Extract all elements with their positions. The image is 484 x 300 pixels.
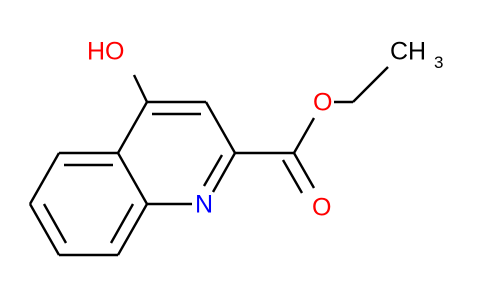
ester-oxygen-label: O [313, 89, 332, 117]
hydroxyl-label: HO [87, 38, 125, 66]
bond-c5-c6 [28, 152, 61, 205]
bond-c4a-c4 [116, 101, 149, 154]
bond-c4-oh [132, 74, 149, 103]
bond-c8-c8a-inner [109, 203, 135, 244]
bond-ch2-ch3 [352, 66, 389, 103]
bond-c8a-c4a [116, 152, 149, 205]
methyl-label: CH [390, 38, 426, 66]
bond-c2-n [211, 152, 237, 193]
ring-nitrogen-label: N [195, 191, 213, 219]
bond-carbonyl-o [292, 152, 316, 189]
bond-c2-n-inner [202, 154, 224, 187]
bond-c3-c2 [204, 101, 237, 154]
bond-c6-c7-inner [42, 203, 68, 244]
bond-carbonyl-oester [292, 117, 316, 154]
methyl-subscript: 3 [434, 53, 443, 72]
bond-c6-c7 [28, 203, 61, 256]
bond-carbonyl-o-inner [281, 159, 304, 194]
bond-c8-c8a [116, 203, 149, 256]
carbonyl-oxygen-label: O [312, 194, 331, 222]
